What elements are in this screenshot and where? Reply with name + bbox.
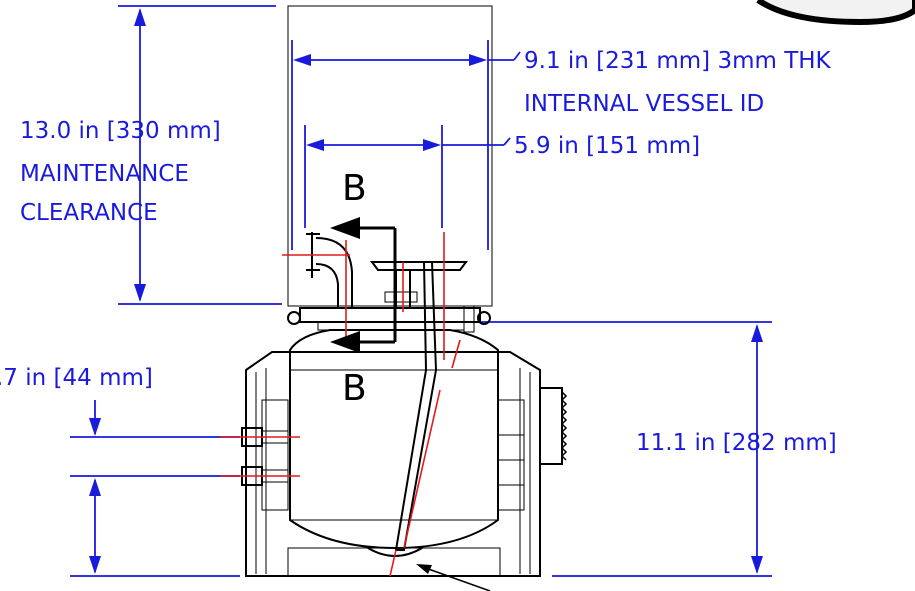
clearance-note-2: CLEARANCE <box>20 200 158 226</box>
clearance-dimension <box>118 5 282 305</box>
bottom-leader <box>416 564 491 591</box>
port-spacing-dimension <box>70 400 240 577</box>
section-line <box>330 217 397 353</box>
port-spacing-label: .7 in [44 mm] <box>0 365 153 391</box>
section-label-bottom: B <box>342 368 367 409</box>
side-knob <box>539 387 563 465</box>
clearance-note-1: MAINTENANCE <box>20 161 189 187</box>
width-inner-label: 5.9 in [151 mm] <box>514 133 700 159</box>
corner-knob <box>756 0 915 26</box>
centerlines <box>220 232 461 577</box>
width-inner-dimension <box>304 125 511 228</box>
section-label-top: B <box>342 168 367 209</box>
vessel-height-label: 11.1 in [282 mm] <box>636 430 837 456</box>
elbow-fitting <box>306 232 353 308</box>
dip-tube <box>394 261 438 551</box>
vessel-height-dimension <box>470 321 772 577</box>
vessel-body <box>241 305 568 577</box>
width-outer-label: 9.1 in [231 mm] 3mm THK <box>524 48 832 74</box>
dip-tube-fitting <box>370 261 468 308</box>
clearance-envelope <box>287 5 493 307</box>
width-outer-note: INTERNAL VESSEL ID <box>524 91 764 117</box>
clearance-label: 13.0 in [330 mm] <box>20 118 221 144</box>
